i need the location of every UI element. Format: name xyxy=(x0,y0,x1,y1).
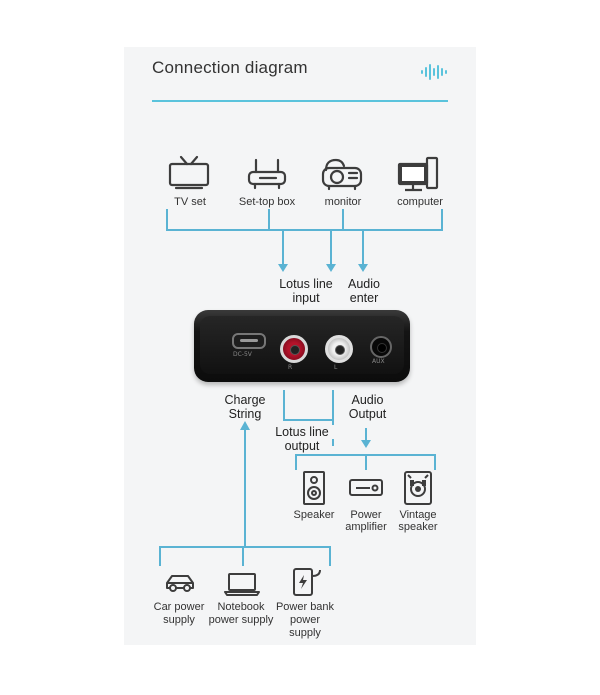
aux-port-label: AUX xyxy=(372,358,385,365)
lotus-input-label-2: input xyxy=(292,291,320,305)
usb-c-port xyxy=(232,333,266,349)
speaker-label: Speaker xyxy=(293,509,335,521)
router-icon xyxy=(247,158,287,190)
vintage-label-2: speaker xyxy=(398,521,438,533)
laptop-icon xyxy=(224,573,260,596)
car-power-label-1: Car power xyxy=(153,601,205,613)
lotus-output-label-1: Lotus line xyxy=(267,425,337,439)
charge-label-2: String xyxy=(228,407,262,421)
vintage-label-1: Vintage xyxy=(399,509,437,521)
notebook-power-label-1: Notebook xyxy=(217,601,265,613)
power-bank-icon xyxy=(293,568,321,596)
sound-wave-icon xyxy=(421,64,447,80)
tv-icon xyxy=(168,155,210,190)
source-bracket xyxy=(166,209,443,231)
power-bank-label-1: Power bank xyxy=(275,601,335,613)
title-underline xyxy=(152,100,448,102)
amplifier-label-2: amplifier xyxy=(345,521,387,533)
bluetooth-receiver-device: DC-5V R L AUX xyxy=(194,310,410,382)
source-label-computer: computer xyxy=(397,196,443,208)
diagram-title: Connection diagram xyxy=(152,58,308,77)
power-bracket xyxy=(159,546,331,566)
amplifier-label-1: Power xyxy=(350,509,382,521)
lotus-output-label-2: output xyxy=(284,439,320,453)
aux-port xyxy=(370,336,392,358)
rca-left-port xyxy=(325,335,353,363)
device-face: DC-5V R L AUX xyxy=(200,316,404,374)
source-label-monitor: monitor xyxy=(324,196,362,208)
car-power-label-2: supply xyxy=(163,614,195,626)
power-bank-label-3: supply xyxy=(289,627,321,639)
projector-icon xyxy=(321,158,363,191)
power-bank-label-2: power xyxy=(290,614,320,626)
rca-right-port xyxy=(280,335,308,363)
l-port-label: L xyxy=(334,364,338,371)
amplifier-icon xyxy=(349,479,383,496)
lotus-input-label-1: Lotus line xyxy=(279,277,333,291)
r-port-label: R xyxy=(288,364,293,371)
dc-port-label: DC-5V xyxy=(233,351,252,358)
charge-label-1: Charge xyxy=(224,393,266,407)
audio-enter-label-1: Audio xyxy=(348,277,380,291)
notebook-power-label-2: power supply xyxy=(208,614,274,626)
audio-output-label-1: Audio xyxy=(351,393,384,407)
computer-icon xyxy=(397,156,439,192)
source-label-settop: Set-top box xyxy=(238,196,296,208)
vintage-speaker-icon xyxy=(404,471,432,505)
audio-enter-label-2: enter xyxy=(349,291,379,305)
car-icon xyxy=(166,575,194,592)
audio-output-label-2: Output xyxy=(348,407,387,421)
source-label-tv: TV set xyxy=(174,196,206,208)
speaker-icon xyxy=(303,471,325,505)
